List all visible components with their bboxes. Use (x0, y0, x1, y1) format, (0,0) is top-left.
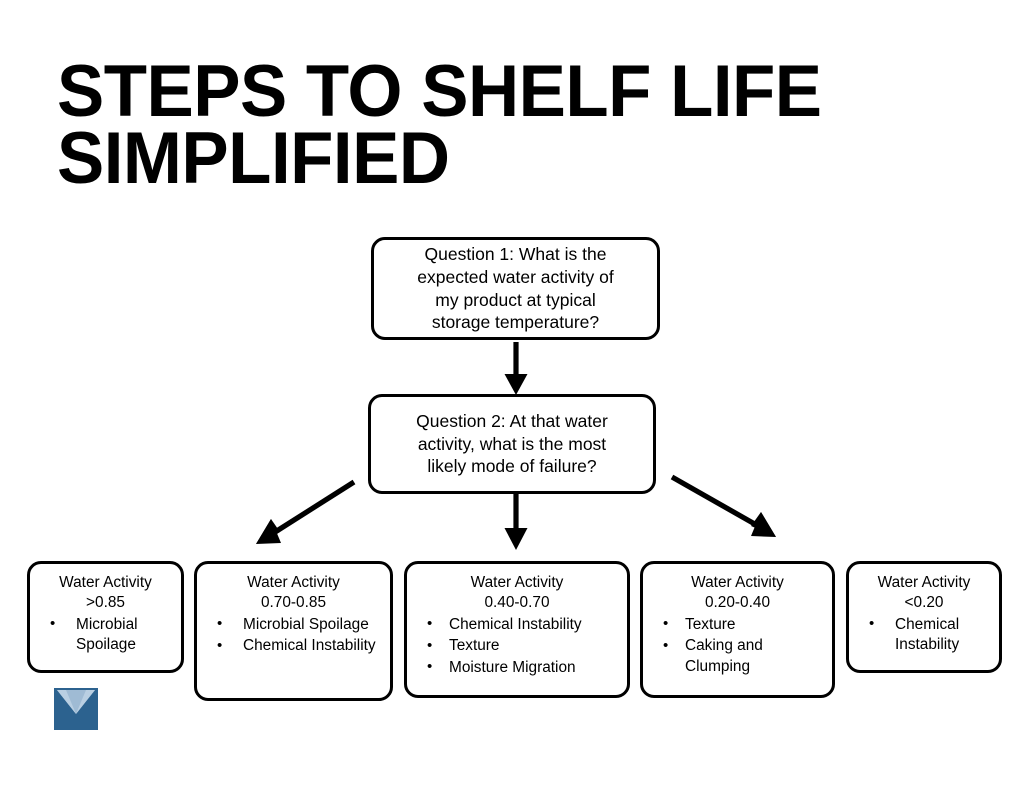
outcome-5-header: Water Activity <0.20 (877, 574, 971, 612)
list-item: Chemical Instability (855, 614, 993, 656)
flow-node-question-1[interactable]: Question 1: What is the expected water a… (371, 237, 660, 340)
list-item: Moisture Migration (413, 657, 621, 678)
list-item: Microbial Spoilage (36, 614, 175, 656)
outcome-3-header: Water Activity 0.40-0.70 (470, 574, 564, 612)
outcome-2-bullet-list: Microbial Spoilage Chemical Instability (203, 614, 384, 658)
flow-node-outcome-3[interactable]: Water Activity 0.40-0.70 Chemical Instab… (404, 561, 630, 698)
arrow-question-1-to-question-2 (504, 342, 528, 395)
list-item: Microbial Spoilage (203, 614, 384, 635)
question-2-text: Question 2: At that water activity, what… (416, 410, 608, 477)
question-1-text: Question 1: What is the expected water a… (417, 244, 614, 333)
list-item: Chemical Instability (413, 614, 621, 635)
outcome-1-bullet-list: Microbial Spoilage (36, 614, 175, 657)
flow-node-question-2[interactable]: Question 2: At that water activity, what… (368, 394, 656, 494)
outcome-5-bullet-list: Chemical Instability (855, 614, 993, 657)
outcome-2-header: Water Activity 0.70-0.85 (247, 574, 340, 612)
chevron-square-logo-icon (54, 688, 98, 730)
outcome-4-header: Water Activity 0.20-0.40 (691, 574, 784, 612)
arrow-question-2-to-outcome-right (670, 474, 776, 537)
flow-node-outcome-4[interactable]: Water Activity 0.20-0.40 Texture Caking … (640, 561, 835, 698)
flow-node-outcome-1[interactable]: Water Activity >0.85 Microbial Spoilage (27, 561, 184, 673)
arrow-question-2-to-outcome-left (256, 479, 356, 544)
list-item: Caking and Clumping (649, 636, 826, 677)
flow-node-outcome-2[interactable]: Water Activity 0.70-0.85 Microbial Spoil… (194, 561, 393, 701)
arrow-question-2-to-outcome-center (504, 494, 528, 550)
list-item: Chemical Instability (203, 636, 384, 656)
outcome-3-bullet-list: Chemical Instability Texture Moisture Mi… (413, 614, 621, 679)
outcome-4-bullet-list: Texture Caking and Clumping (649, 614, 826, 678)
page-title: STEPS TO SHELF LIFE SIMPLIFIED (57, 51, 822, 200)
list-item: Texture (649, 614, 826, 635)
outcome-1-header: Water Activity >0.85 (59, 574, 152, 612)
list-item: Texture (413, 636, 621, 656)
flow-node-outcome-5[interactable]: Water Activity <0.20 Chemical Instabilit… (846, 561, 1002, 673)
